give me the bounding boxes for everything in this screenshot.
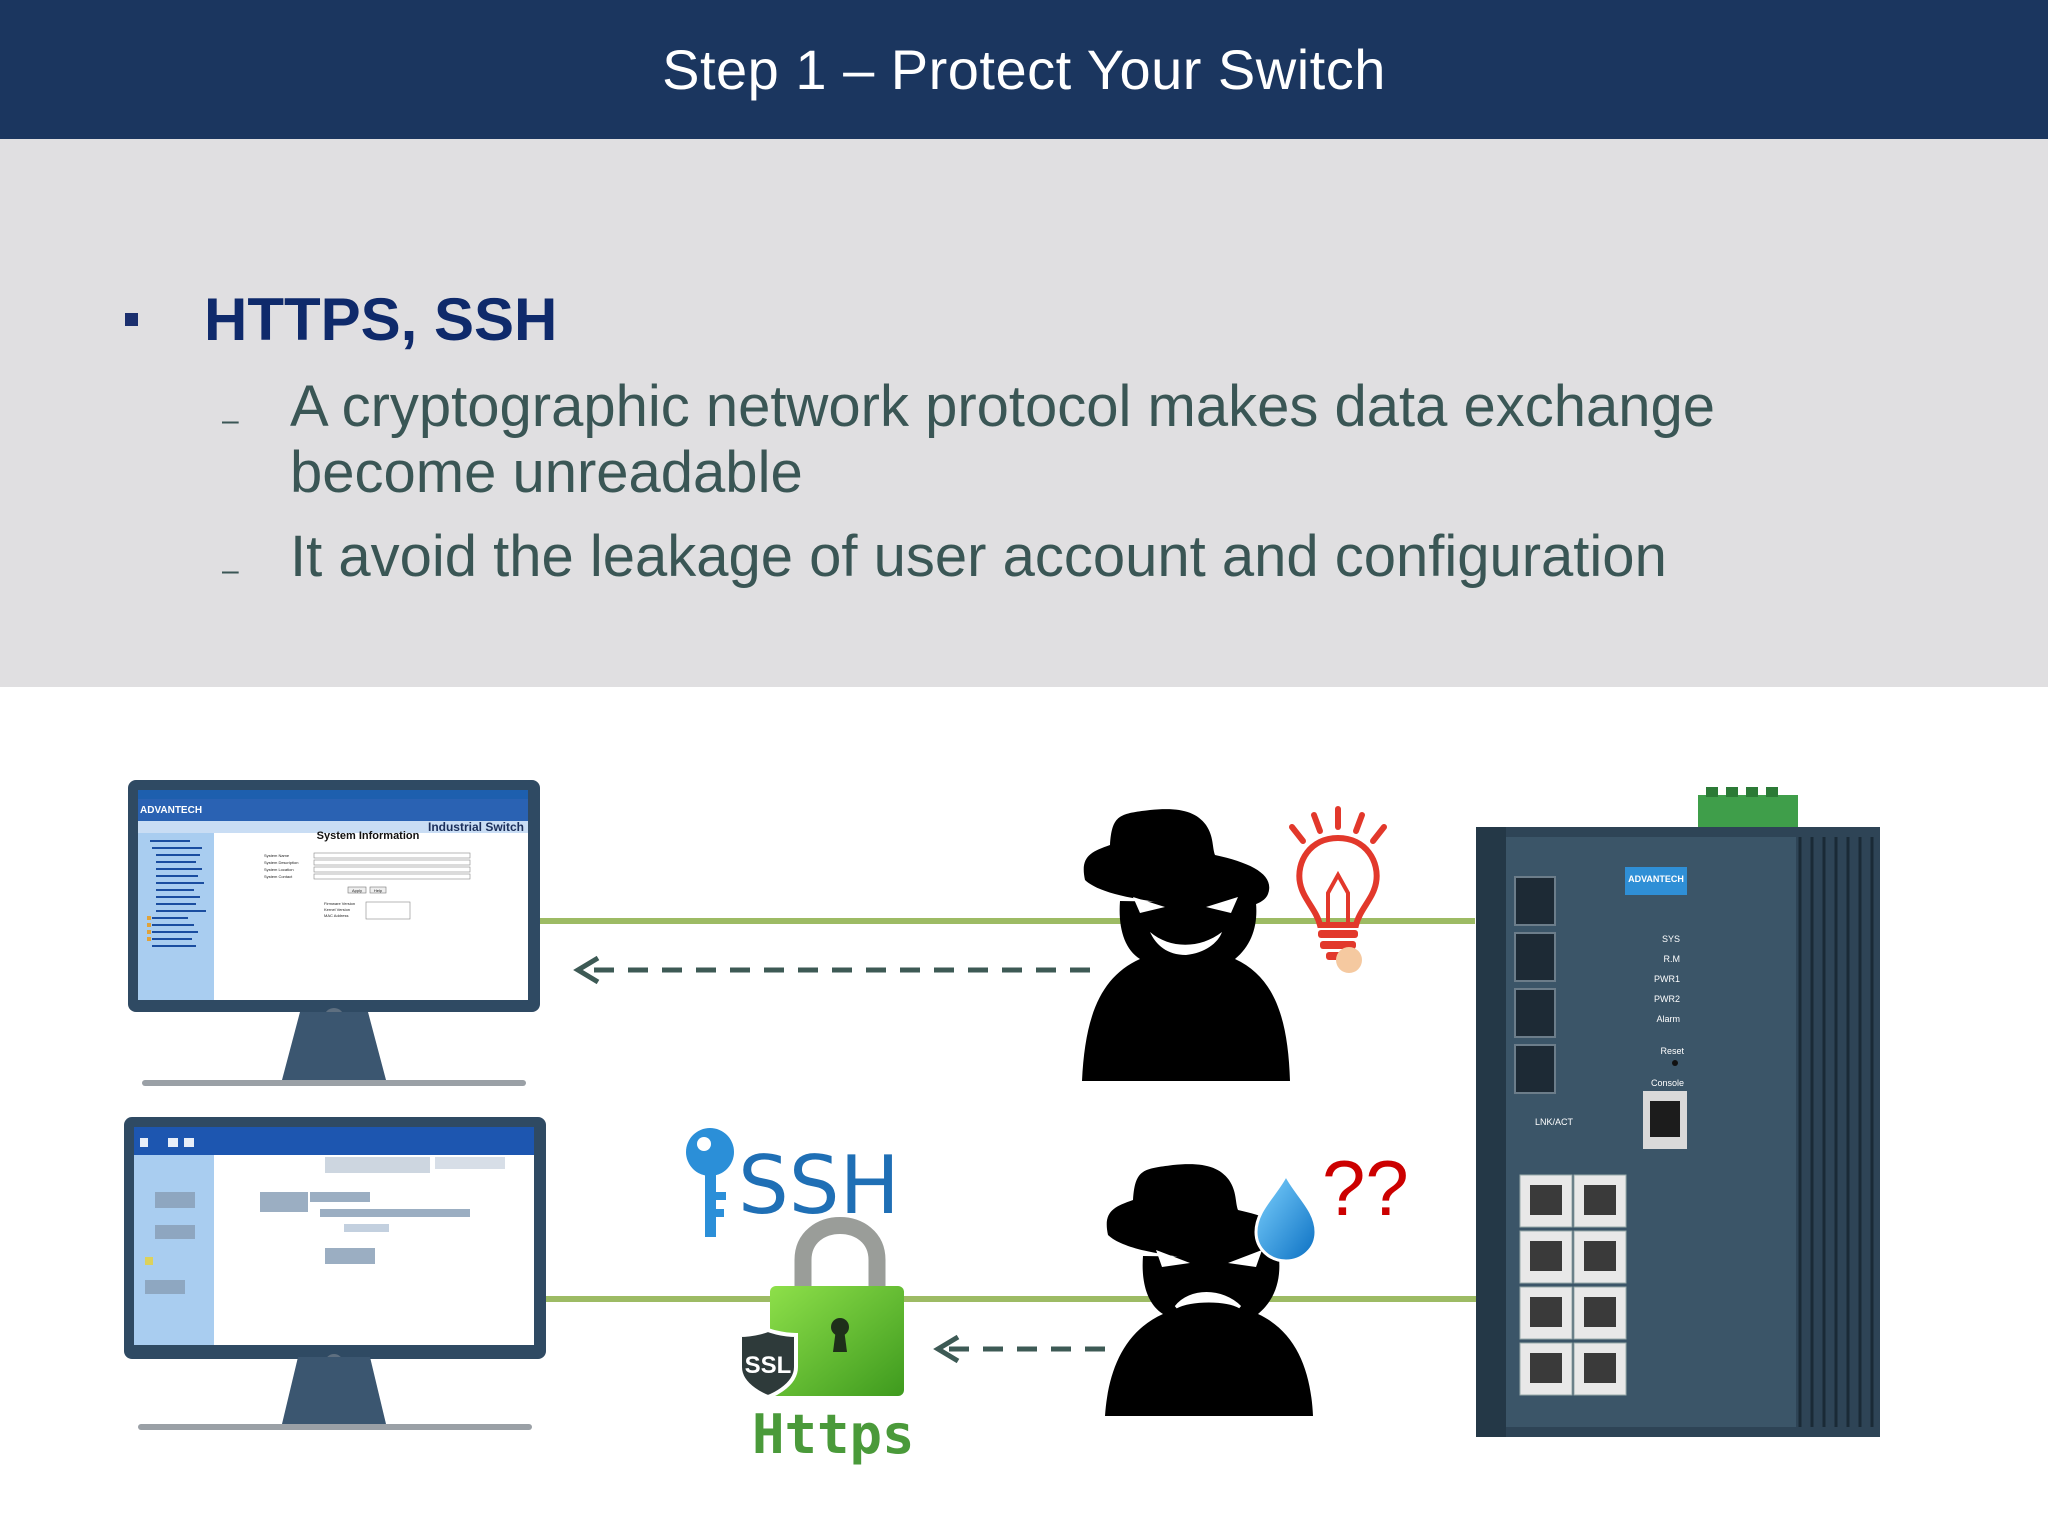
bullet-row: HTTPS, SSH bbox=[125, 285, 557, 354]
svg-text:SYS: SYS bbox=[1662, 934, 1680, 944]
slide-header: Step 1 – Protect Your Switch bbox=[0, 0, 2048, 139]
ssl-text: SSL bbox=[745, 1352, 792, 1379]
svg-text:PWR2: PWR2 bbox=[1654, 994, 1680, 1004]
svg-text:Alarm: Alarm bbox=[1656, 1014, 1680, 1024]
top-spy-icon bbox=[1082, 809, 1290, 1081]
subpoint-text: It avoid the leakage of user account and… bbox=[290, 524, 1667, 589]
lightbulb-icon bbox=[1289, 806, 1387, 960]
top-link-line bbox=[540, 918, 1475, 924]
dash-marker: – bbox=[222, 554, 239, 587]
top-monitor-brand: ADVANTECH bbox=[140, 805, 202, 816]
sweat-drop-icon bbox=[1254, 1171, 1318, 1263]
svg-text:MAC Address: MAC Address bbox=[324, 913, 348, 918]
top-monitor-product: Industrial Switch bbox=[428, 820, 524, 834]
https-lock-icon: SSL Https bbox=[738, 1217, 915, 1466]
svg-text:System Contact: System Contact bbox=[264, 874, 293, 879]
top-monitor-page-title: System Information bbox=[317, 830, 420, 842]
svg-text:Reset: Reset bbox=[1660, 1046, 1684, 1056]
question-marks: ?? bbox=[1322, 1144, 1409, 1232]
bottom-spy-icon bbox=[1105, 1164, 1313, 1416]
svg-text:System Location: System Location bbox=[264, 867, 294, 872]
https-text: Https bbox=[752, 1403, 915, 1466]
content-band bbox=[0, 139, 2048, 687]
dash-marker: – bbox=[222, 404, 239, 437]
industrial-switch: ADVANTECH SYS R.M PWR1 PWR2 Alarm Reset … bbox=[1476, 787, 1880, 1437]
svg-text:Firmware Version: Firmware Version bbox=[324, 901, 355, 906]
bullet-square-icon bbox=[125, 313, 138, 326]
subpoint-1: – A cryptographic network protocol makes… bbox=[222, 374, 1890, 506]
top-monitor-form: System Name System Description System Lo… bbox=[264, 852, 471, 920]
svg-text:System Name: System Name bbox=[264, 853, 290, 858]
slide-title: Step 1 – Protect Your Switch bbox=[662, 38, 1386, 101]
subpoint-2: – It avoid the leakage of user account a… bbox=[222, 524, 1890, 590]
top-dashed-arrow bbox=[573, 955, 1090, 985]
data-packet-dot bbox=[1336, 947, 1362, 973]
network-diagram: ADVANTECH Industrial Switch System Infor… bbox=[124, 780, 1880, 1466]
svg-text:R.M: R.M bbox=[1664, 954, 1681, 964]
svg-text:Kernel Version: Kernel Version bbox=[324, 907, 350, 912]
subpoint-text: A cryptographic network protocol makes d… bbox=[290, 374, 1716, 505]
bullet-heading: HTTPS, SSH bbox=[204, 286, 558, 353]
rj45-ports bbox=[1519, 1174, 1627, 1396]
switch-lnk-label: LNK/ACT bbox=[1535, 1117, 1574, 1127]
svg-text:Help: Help bbox=[374, 888, 383, 893]
svg-text:System Description: System Description bbox=[264, 860, 298, 865]
ssh-text: SSH bbox=[738, 1139, 900, 1232]
svg-text:Console: Console bbox=[1651, 1078, 1684, 1088]
bottom-monitor bbox=[124, 1117, 546, 1430]
switch-led-labels: SYS R.M PWR1 PWR2 Alarm Reset Console bbox=[1651, 934, 1685, 1088]
sfp-ports bbox=[1514, 876, 1556, 1094]
ssh-logo: SSH bbox=[686, 1128, 900, 1237]
switch-brand: ADVANTECH bbox=[1628, 874, 1684, 884]
bottom-dashed-arrow bbox=[933, 1334, 1105, 1364]
svg-text:Apply: Apply bbox=[352, 888, 362, 893]
top-monitor: ADVANTECH Industrial Switch System Infor… bbox=[128, 780, 540, 1086]
bottom-link-line bbox=[545, 1296, 1480, 1302]
svg-text:PWR1: PWR1 bbox=[1654, 974, 1680, 984]
